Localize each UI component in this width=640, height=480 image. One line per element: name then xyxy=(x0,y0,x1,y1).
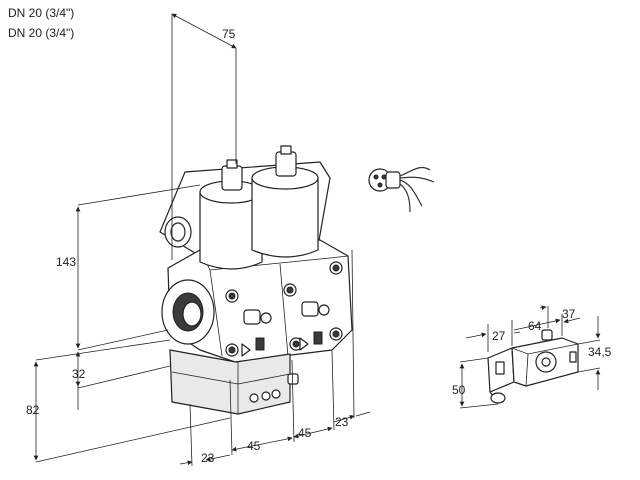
dim-label-37: 37 xyxy=(562,307,576,321)
coil-side-view xyxy=(487,329,579,404)
dim-label-64: 64 xyxy=(528,319,542,333)
dim-label-27: 27 xyxy=(492,329,506,343)
dim-label-23-right: 23 xyxy=(335,415,349,429)
dim-label-34-5: 34,5 xyxy=(588,345,612,359)
plug-with-wires xyxy=(368,166,435,213)
dimension-labels: 75 143 32 82 23 45 45 23 27 64 37 34,5 5… xyxy=(26,27,612,465)
dim-label-45-right: 45 xyxy=(298,426,312,440)
dim-label-50: 50 xyxy=(452,383,466,397)
header-title-line-2: DN 20 (3/4") xyxy=(8,26,75,40)
dim-label-75: 75 xyxy=(222,27,236,41)
valve-assembly xyxy=(159,145,353,415)
header-title-line-1: DN 20 (3/4") xyxy=(8,6,75,20)
dim-label-23-bottom: 23 xyxy=(201,451,215,465)
dim-label-143: 143 xyxy=(56,255,76,269)
dimension-lines xyxy=(33,13,601,467)
dim-label-82: 82 xyxy=(26,403,40,417)
dim-label-45-left: 45 xyxy=(247,439,261,453)
dim-label-32: 32 xyxy=(72,367,86,381)
